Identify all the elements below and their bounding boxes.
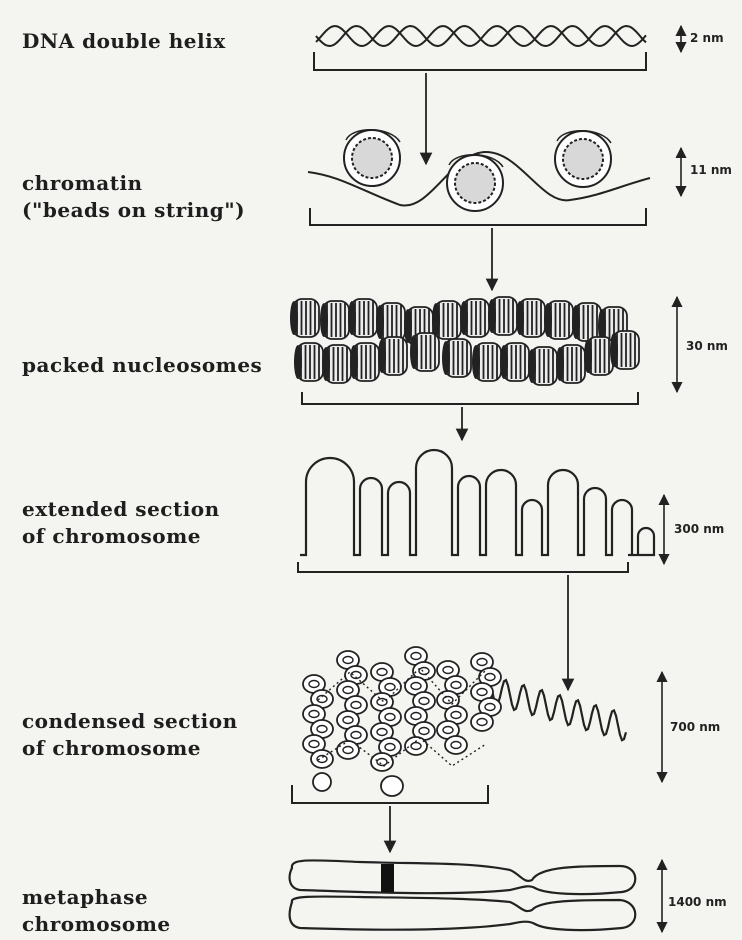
stage-label-packed: packed nucleosomes	[22, 352, 262, 379]
chromatin-illustration	[308, 130, 650, 211]
stage-label-line: chromatin	[22, 170, 245, 197]
size-label-metaphase: 1400 nm	[668, 895, 727, 909]
stage-label-line: extended section	[22, 496, 220, 523]
dna-helix-illustration	[316, 26, 646, 46]
size-label-chromatin: 11 nm	[690, 163, 732, 177]
extended-bracket	[298, 562, 628, 572]
stage-label-extended: extended section of chromosome	[22, 496, 220, 550]
stage-label-line: ("beads on string")	[22, 197, 245, 224]
condensed-illustration	[303, 647, 626, 796]
stage-label-line: metaphase	[22, 884, 171, 911]
stage-label-dna: DNA double helix	[22, 28, 226, 55]
stage-label-chromatin: chromatin ("beads on string")	[22, 170, 245, 224]
stage-label-line: of chromosome	[22, 523, 220, 550]
stage-label-line: condensed section	[22, 708, 238, 735]
size-label-extended: 300 nm	[674, 522, 724, 536]
packed-nucleosomes-illustration	[290, 297, 639, 385]
size-label-dna: 2 nm	[690, 31, 724, 45]
packed-bracket	[302, 392, 638, 404]
scale-arrows	[662, 26, 681, 932]
size-label-packed: 30 nm	[686, 339, 728, 353]
size-label-condensed: 700 nm	[670, 720, 720, 734]
stage-label-line: packed nucleosomes	[22, 352, 262, 379]
stage-label-condensed: condensed section of chromosome	[22, 708, 238, 762]
metaphase-chromosome-illustration	[290, 860, 636, 930]
stage-label-line: DNA double helix	[22, 28, 226, 55]
extended-loops-illustration	[300, 450, 654, 555]
stage-label-line: of chromosome	[22, 735, 238, 762]
stage-label-line: chromosome	[22, 911, 171, 938]
dna-bracket	[314, 52, 646, 70]
stage-label-metaphase: metaphase chromosome	[22, 884, 171, 938]
